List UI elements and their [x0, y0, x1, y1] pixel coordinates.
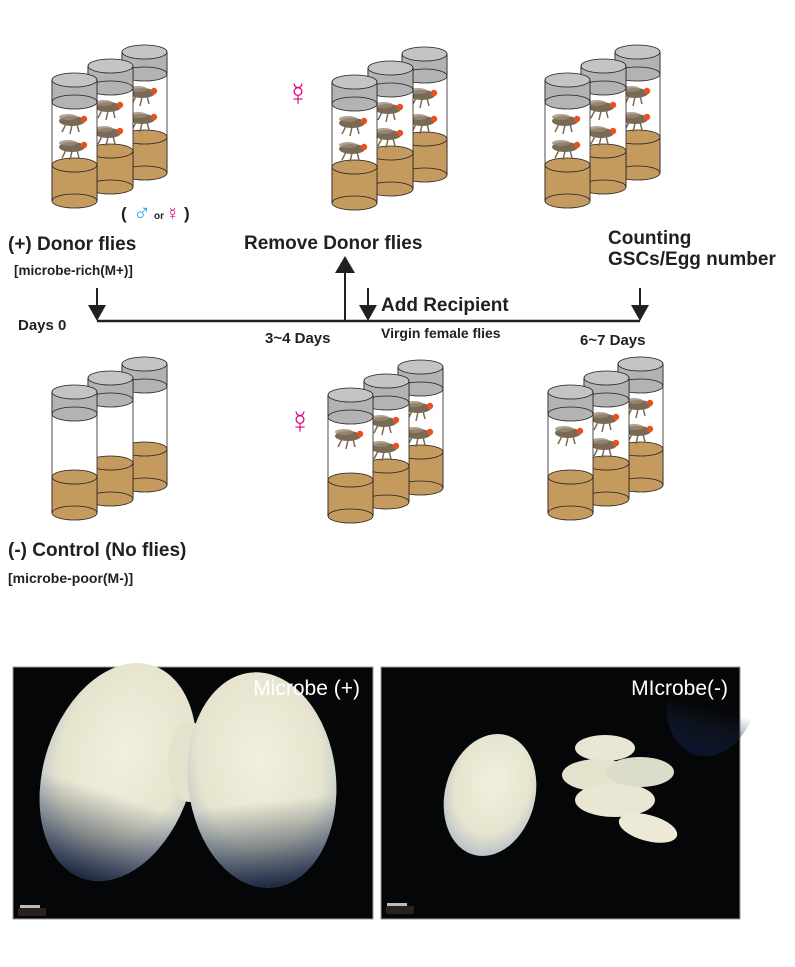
arrow-up-remove: [335, 256, 355, 320]
vial-group-remove: [331, 46, 448, 211]
photo-microbe-plus: Microbe (+): [12, 663, 374, 920]
fly-icon: [409, 88, 438, 109]
fly-icon: [552, 114, 581, 135]
fly-icon: [59, 114, 88, 135]
control-subtitle: [microbe-poor(M-)]: [8, 570, 133, 586]
vial: [51, 384, 98, 521]
fly-icon: [129, 86, 158, 107]
fly-icon: [375, 128, 404, 149]
vial: [327, 387, 374, 524]
vial: [363, 373, 410, 510]
vial: [544, 72, 591, 209]
fly-icon: [622, 86, 651, 107]
fly-icon: [625, 398, 654, 419]
vial: [331, 74, 378, 211]
vial: [547, 384, 594, 521]
photo-microbe-minus: MIcrobe(-): [380, 634, 759, 920]
fly-icon: [371, 441, 400, 462]
timeline: [88, 256, 649, 323]
fly-icon: [622, 112, 651, 133]
fly-icon: [625, 424, 654, 445]
vial-groups: [51, 44, 664, 524]
female-symbol-icon: ☿: [286, 76, 310, 112]
photo-label: Microbe (+): [253, 677, 360, 700]
vial: [51, 72, 98, 209]
vial-group-donor: [51, 44, 168, 209]
male-symbol-icon: ♂: [133, 200, 151, 227]
virgin-female-label: Virgin female flies: [381, 325, 501, 341]
female-symbol-icon: ☿: [166, 204, 180, 224]
gsc-egg-label: GSCs/Egg number: [608, 249, 776, 270]
fly-icon: [95, 126, 124, 147]
fly-icon: [339, 142, 368, 163]
vial-group-recipient-minus: [327, 359, 444, 524]
fly-icon: [552, 140, 581, 161]
control-title: (-) Control (No flies): [8, 540, 186, 561]
donor-title: (+) Donor flies: [8, 234, 136, 255]
paren-open: (: [121, 204, 127, 223]
photo-label: MIcrobe(-): [631, 677, 728, 700]
fly-icon: [591, 438, 620, 459]
fly-icon: [588, 100, 617, 121]
paren-close: ): [184, 204, 190, 223]
arrow-down-add: [359, 288, 377, 321]
remove-donor-label: Remove Donor flies: [244, 233, 422, 254]
fly-icon: [375, 102, 404, 123]
fly-icon: [591, 412, 620, 433]
fly-icon: [371, 415, 400, 436]
days0-label: Days 0: [18, 317, 66, 334]
add-recipient-label: Add Recipient: [381, 295, 509, 316]
fly-icon: [129, 112, 158, 133]
fly-icon: [405, 427, 434, 448]
days34-label: 3~4 Days: [265, 330, 330, 347]
female-symbol-icon: ☿: [288, 404, 312, 440]
fly-icon: [339, 116, 368, 137]
arrow-down-day0: [88, 288, 106, 321]
sex-note: ( ♂ or ☿ ): [121, 200, 190, 227]
fly-icon: [588, 126, 617, 147]
fly-icon: [335, 429, 364, 450]
fly-icon: [59, 140, 88, 161]
donor-subtitle: [microbe-rich(M+)]: [14, 263, 133, 278]
counting-label: Counting: [608, 228, 691, 249]
vial-group-count-plus: [544, 44, 661, 209]
fly-icon: [405, 401, 434, 422]
vial-group-control: [51, 356, 168, 521]
fly-icon: [409, 114, 438, 135]
fly-icon: [555, 426, 584, 447]
fly-icon: [95, 100, 124, 121]
vial-group-count-minus: [547, 356, 664, 521]
days67-label: 6~7 Days: [580, 332, 645, 349]
or-text: or: [154, 211, 164, 222]
arrow-down-count: [631, 288, 649, 321]
